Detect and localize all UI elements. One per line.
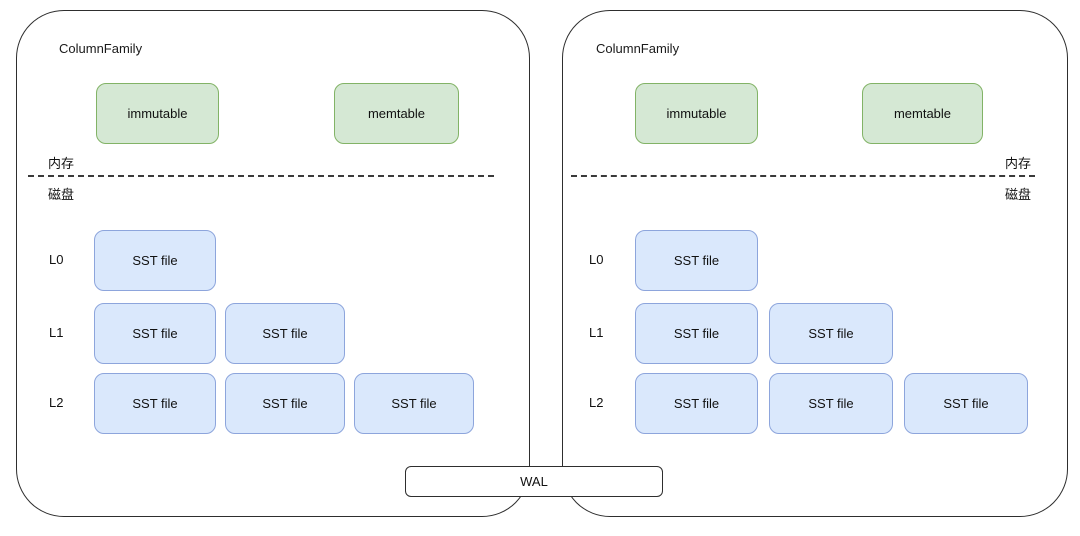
sst-file-box: SST file [635,373,758,434]
wal-box: WAL [405,466,663,497]
sst-file-box: SST file [769,303,893,364]
level-label-l0: L0 [49,252,64,267]
column-family-container-right: ColumnFamily immutable memtable 内存 磁盘 L0… [562,10,1068,517]
disk-region-label: 磁盘 [1004,187,1031,202]
sst-file-box: SST file [635,230,758,291]
sst-file-box: SST file [225,303,345,364]
level-label-l1: L1 [589,325,604,340]
sst-file-box: SST file [635,303,758,364]
memory-region-label: 内存 [1004,156,1031,171]
level-label-l0: L0 [589,252,604,267]
immutable-box: immutable [635,83,758,144]
immutable-box: immutable [96,83,219,144]
column-family-container-left: ColumnFamily immutable memtable 内存 磁盘 L0… [16,10,530,517]
sst-file-box: SST file [904,373,1028,434]
level-label-l1: L1 [49,325,64,340]
sst-file-box: SST file [94,373,216,434]
sst-file-box: SST file [354,373,474,434]
memtable-box: memtable [862,83,983,144]
memtable-box: memtable [334,83,459,144]
sst-file-box: SST file [225,373,345,434]
sst-file-box: SST file [769,373,893,434]
level-label-l2: L2 [49,395,64,410]
disk-region-label: 磁盘 [48,187,75,202]
sst-file-box: SST file [94,303,216,364]
memory-region-label: 内存 [48,156,75,171]
column-family-title: ColumnFamily [596,41,680,56]
memory-disk-divider [571,175,1035,177]
memory-disk-divider [28,175,494,177]
sst-file-box: SST file [94,230,216,291]
column-family-title: ColumnFamily [59,41,143,56]
level-label-l2: L2 [589,395,604,410]
